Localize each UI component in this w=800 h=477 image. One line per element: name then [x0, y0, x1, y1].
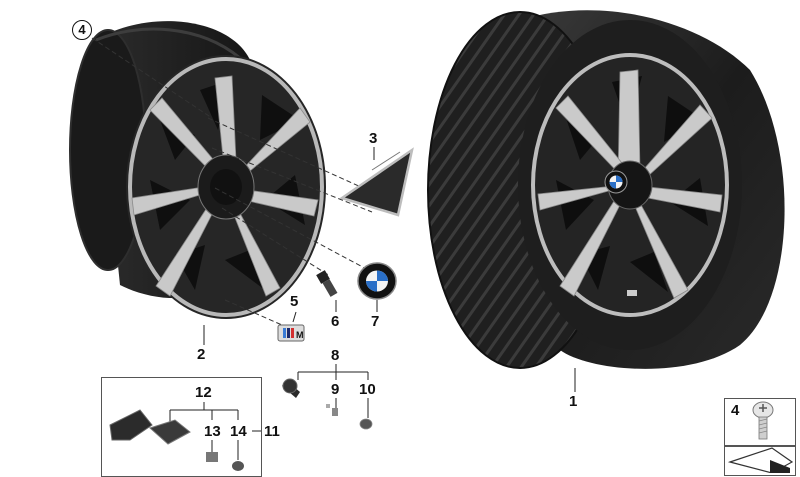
label-sensor-valve: 13 [204, 423, 221, 440]
label-rim-screw-callout: 4 [72, 20, 92, 40]
label-valve-cap: 10 [359, 381, 376, 398]
label-hub-cap: 7 [371, 313, 380, 330]
label-inset-screw: 4 [731, 402, 740, 419]
bmw-roundel-icon [357, 262, 397, 300]
valve-parts [282, 378, 373, 430]
sensor-parts [109, 409, 244, 471]
explosion-lines [91, 37, 373, 326]
inset-box-arrow [724, 446, 796, 476]
label-valve-insert: 9 [331, 381, 340, 398]
arrow-icon [727, 447, 794, 473]
label-sensor-unit: 12 [195, 384, 212, 401]
m-logo-icon: M [277, 324, 305, 342]
label-sensor-group: 11 [264, 423, 280, 440]
label-sensor-nut: 14 [230, 423, 247, 440]
label-valve-group: 8 [331, 347, 340, 364]
rim-drawing [69, 21, 326, 319]
label-m-emblem: 5 [290, 293, 299, 310]
inset-box-screw [724, 398, 796, 446]
label-decor-insert: 3 [369, 130, 378, 147]
wheel-assembly-drawing [427, 10, 785, 369]
torx-screw-icon [752, 401, 774, 440]
label-rim: 2 [197, 346, 206, 363]
sensor-group-box [101, 377, 262, 477]
label-wheel-assembly: 1 [569, 393, 578, 410]
svg-text:M: M [296, 330, 304, 340]
decor-insert-drawing [339, 147, 414, 217]
label-lug-bolt: 6 [331, 313, 340, 330]
leader-lines [169, 147, 576, 460]
lug-bolt-drawing [316, 270, 338, 297]
